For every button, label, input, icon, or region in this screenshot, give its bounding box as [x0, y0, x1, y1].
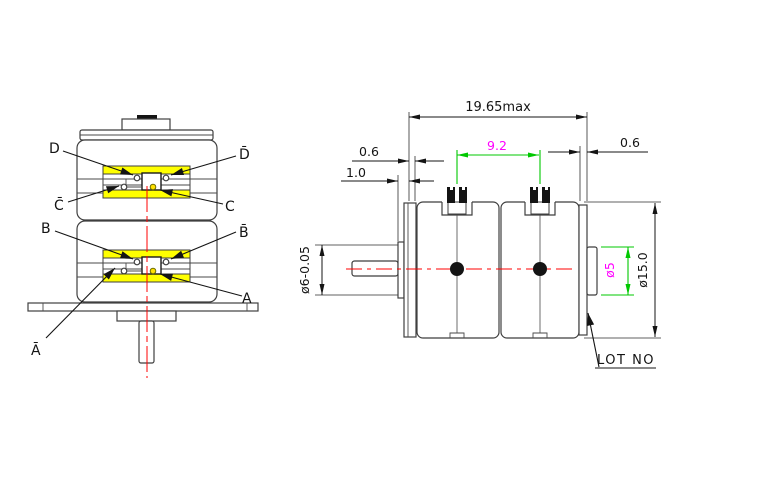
mounting-flange: [27, 302, 259, 312]
leader-c: [159, 189, 224, 205]
terminal-pin: [447, 187, 455, 203]
leader-b: [54, 230, 134, 260]
coil-terminal-point: [162, 174, 170, 182]
dim-terminal-pitch: 9.2: [487, 138, 507, 153]
coil-terminal-point-highlight: [149, 183, 157, 191]
front-boss-side: [397, 241, 405, 299]
rear-bearing-boss: [586, 246, 598, 296]
coil-terminal-point: [162, 258, 170, 266]
leader-c-bar: [67, 185, 120, 203]
rotor-notch-upper: [141, 172, 162, 191]
front-section-view: D D̄ C̄ C B B̄ Ā A: [27, 115, 259, 378]
coil-terminal-point: [120, 183, 128, 191]
phase-label-b-bar: B̄: [239, 223, 249, 241]
dim-rear-boss-dia: ø5: [602, 262, 617, 278]
side-view: 19.65max 9.2 0.6 1.0 0.6 ø6-0.05 ø5 ø15.…: [297, 100, 661, 369]
leader-d: [62, 150, 134, 176]
coil-terminal-point: [133, 174, 141, 182]
terminal-pin: [530, 187, 538, 203]
dim-mount-plate-thickness: 1.0: [346, 165, 366, 180]
lot-no-leader: [586, 312, 600, 368]
rear-end-cap: [578, 204, 588, 336]
lot-no-label: LOT NO: [597, 353, 655, 368]
phase-label-d: D: [49, 141, 60, 157]
rotor-dot-2: [533, 262, 547, 276]
flange-hole-ticks: [42, 303, 248, 311]
phase-label-a-bar: Ā: [31, 342, 41, 359]
top-tab: [137, 115, 157, 120]
phase-label-c: C: [225, 199, 235, 215]
terminal-block-1: [441, 187, 473, 338]
dim-rear-gap: 0.6: [620, 135, 640, 150]
lot-no-callout: LOT NO: [586, 312, 656, 369]
leader-a: [159, 273, 243, 297]
top-cap: [121, 118, 171, 131]
dimension-lines: [319, 114, 658, 337]
terminal-pin: [459, 187, 467, 203]
terminal-block-2: [524, 187, 556, 338]
terminal-pin: [542, 187, 550, 203]
dim-front-gap: 0.6: [359, 144, 379, 159]
coil-terminal-point-highlight: [149, 267, 157, 275]
phase-leaders: [45, 150, 243, 339]
phase-label-b: B: [41, 221, 51, 237]
phase-label-a: A: [242, 291, 252, 307]
rotor-dot-1: [450, 262, 464, 276]
coil-terminal-point: [120, 267, 128, 275]
dim-front-boss-dia: ø6-0.05: [297, 246, 312, 294]
leader-a-bar: [45, 267, 116, 339]
leader-b-bar: [170, 231, 237, 260]
dim-overall-length: 19.65max: [465, 100, 531, 115]
phase-label-d-bar: D̄: [239, 145, 250, 163]
dim-body-dia: ø15.0: [635, 252, 650, 288]
phase-label-c-bar: C̄: [54, 196, 64, 214]
mounting-flange-side: [403, 202, 417, 338]
leader-d-bar: [170, 155, 237, 176]
coil-terminal-point: [133, 258, 141, 266]
